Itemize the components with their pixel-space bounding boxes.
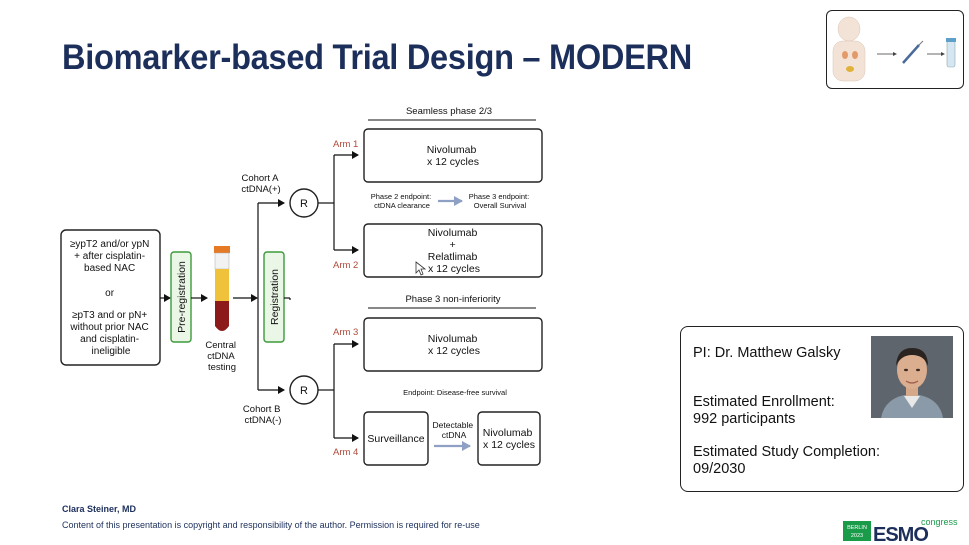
arm1-box	[363, 128, 543, 183]
syringe-icon	[902, 40, 924, 64]
preregistration-box	[170, 251, 192, 343]
patient-body-icon	[832, 16, 956, 82]
surveillance-label: Surveillance	[367, 433, 424, 445]
copyright-notice: Content of this presentation is copyrigh…	[62, 520, 480, 530]
svg-text:2023: 2023	[851, 533, 863, 539]
registration-label: Registration	[269, 269, 281, 325]
cohort-b-label: Cohort B ctDNA(-)	[243, 404, 283, 426]
registration-box	[263, 251, 285, 343]
surveillance-box	[363, 411, 429, 466]
arm2-text: Nivolumab + Relatlimab x 12 cycles	[428, 227, 481, 275]
svg-text:congress: congress	[921, 517, 958, 527]
arm3-box	[363, 317, 543, 372]
arm2-box	[363, 223, 543, 278]
illustration-thumbnail	[826, 10, 964, 89]
blood-tube-icon	[214, 246, 230, 331]
arm4-label: Arm 4	[333, 447, 358, 458]
esmo-congress-logo: BERLIN 2023 ESMO congress	[843, 517, 958, 542]
svg-text:R: R	[300, 385, 308, 397]
photo-of-pi	[871, 336, 953, 418]
slide-title: Biomarker-based Trial Design – MODERN	[62, 38, 693, 77]
arm2-label: Arm 2	[333, 260, 358, 271]
detectable-ctdna-label: Detectable ctDNA	[432, 420, 475, 440]
enrollment-label: Estimated Enrollment:	[693, 394, 835, 410]
blood-tube-icon	[946, 38, 956, 68]
author-name: Clara Steiner, MD	[62, 504, 137, 514]
completion-label: Estimated Study Completion:	[693, 444, 880, 460]
preregistration-label: Pre-registration	[176, 261, 188, 333]
svg-text:R: R	[300, 198, 308, 210]
central-testing-label: Central ctDNA testing	[205, 340, 238, 373]
eligibility-text: ≥ypT2 and/or ypN + after cisplatin- base…	[69, 239, 152, 357]
pi-name: PI: Dr. Matthew Galsky	[693, 345, 841, 361]
arm3-text: Nivolumab x 12 cycles	[428, 333, 481, 357]
seamless-phase-header: Seamless phase 2/3	[406, 106, 492, 117]
noninferiority-header: Phase 3 non-inferiority	[405, 294, 500, 305]
arm3-label: Arm 3	[333, 327, 358, 338]
cursor-icon	[415, 261, 427, 276]
arm4-nivolumab-box	[477, 411, 541, 466]
arm1-label: Arm 1	[333, 139, 358, 150]
enrollment-value: 992 participants	[693, 411, 796, 427]
svg-text:ESMO: ESMO	[873, 524, 928, 542]
arm1-text: Nivolumab x 12 cycles	[427, 144, 480, 168]
svg-text:BERLIN: BERLIN	[847, 525, 867, 531]
completion-value: 09/2030	[693, 461, 746, 477]
phase3-endpoint: Phase 3 endpoint: Overall Survival	[469, 192, 532, 210]
cohort-a-label: Cohort A ctDNA(+)	[241, 173, 280, 195]
phase2-endpoint: Phase 2 endpoint: ctDNA clearance	[371, 192, 434, 210]
arm4-text: Nivolumab x 12 cycles	[483, 427, 536, 451]
dfs-endpoint: Endpoint: Disease-free survival	[403, 388, 507, 397]
